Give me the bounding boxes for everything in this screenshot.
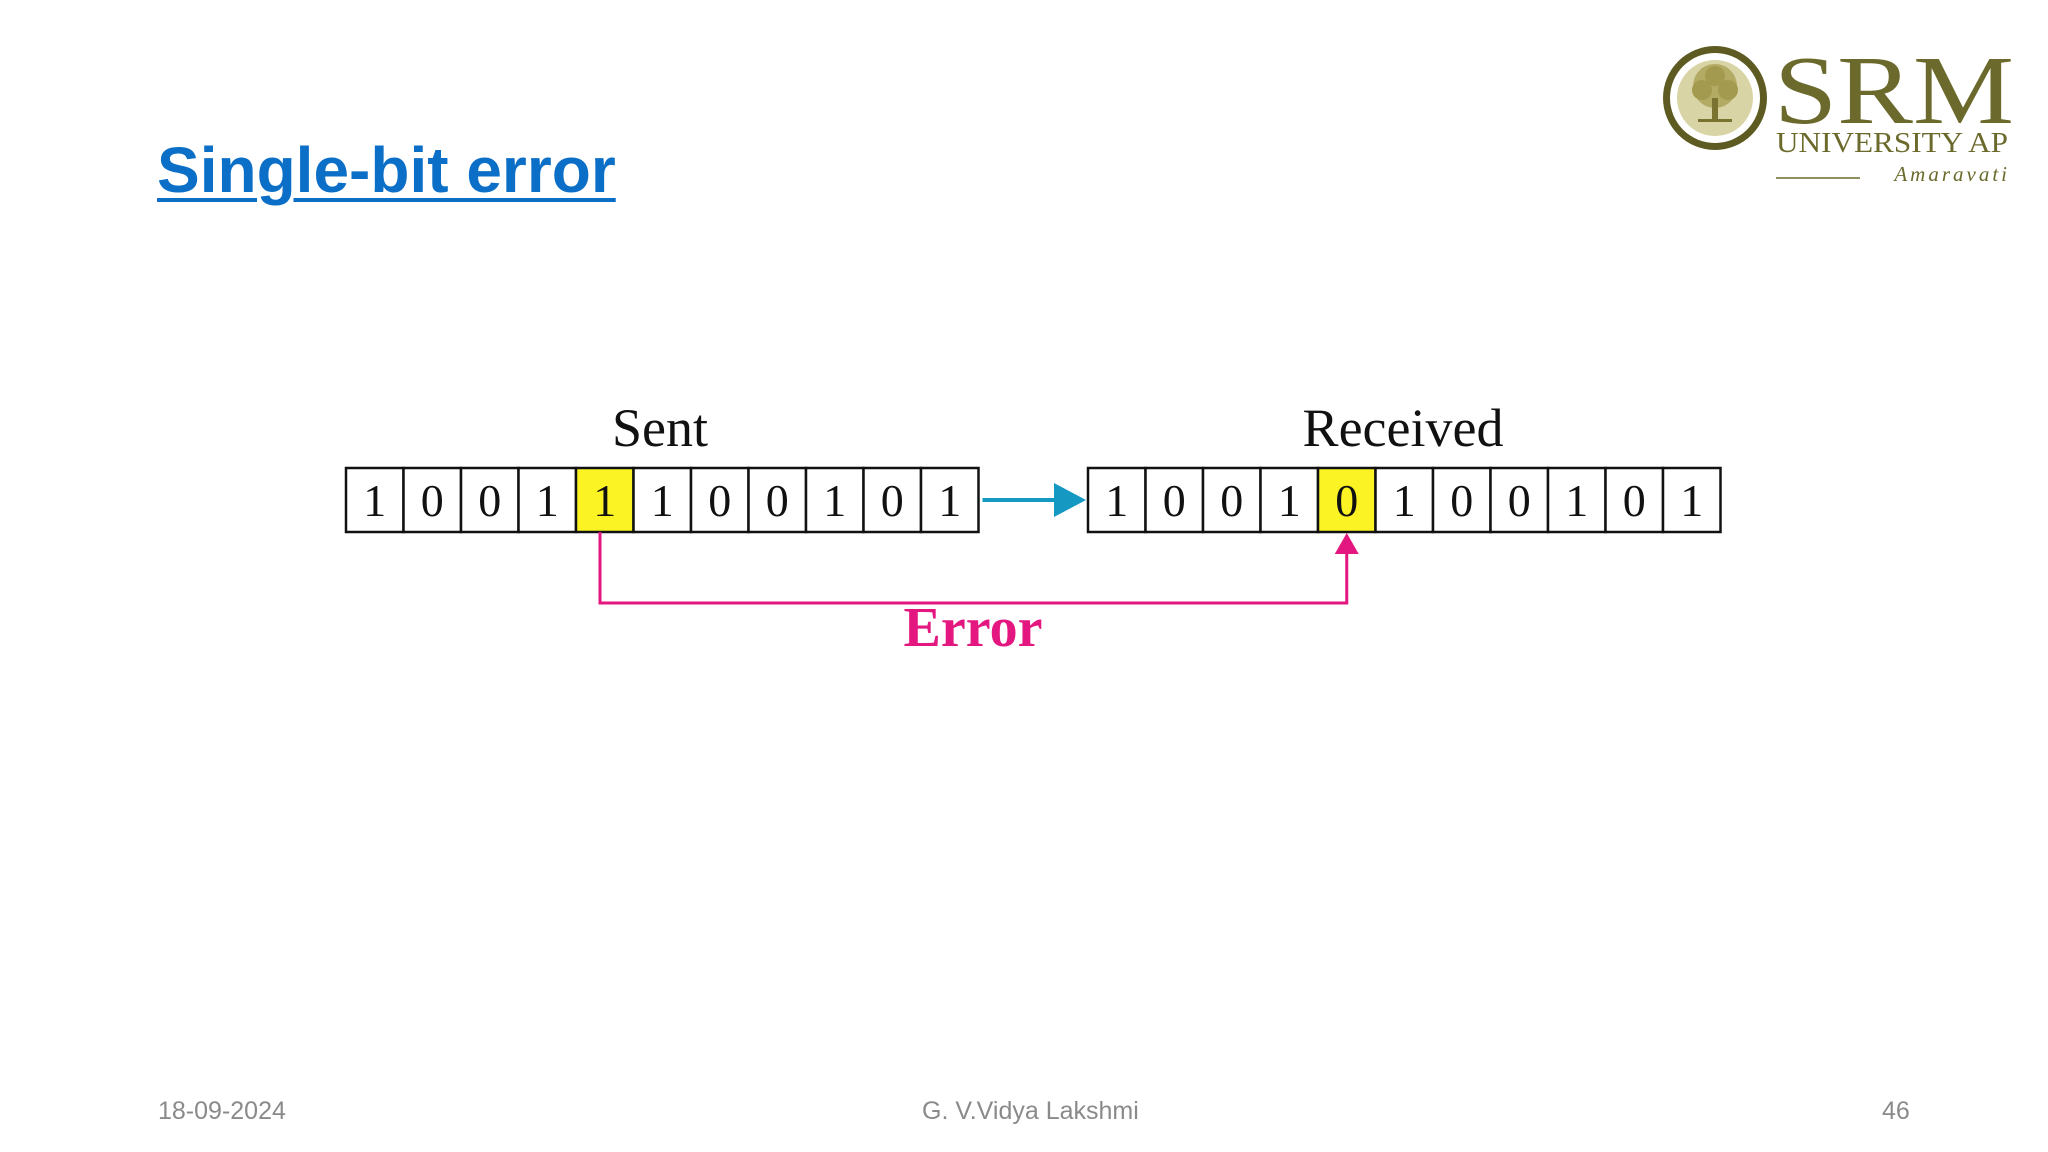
transmission-arrowhead-icon — [1054, 483, 1086, 517]
footer-page-number: 46 — [1882, 1097, 1910, 1125]
sent-bit-cell — [862, 466, 923, 534]
received-bit-cell — [1546, 466, 1607, 534]
sent-bit-bit-value: 1 — [536, 475, 559, 526]
sent-bit-bit-value: 0 — [766, 475, 789, 526]
sent-label: Sent — [612, 398, 708, 458]
received-bit-cell — [1201, 466, 1262, 534]
received-bit-bit-value: 1 — [1105, 475, 1128, 526]
received-bit-cell — [1431, 466, 1492, 534]
sent-bit-cell — [574, 466, 635, 534]
received-bit-bit-value: 0 — [1220, 475, 1243, 526]
sent-bit-bit-value: 0 — [478, 475, 501, 526]
sent-bit-cell — [689, 466, 750, 534]
footer-date: 18-09-2024 — [158, 1097, 286, 1125]
sent-bit-cell — [402, 466, 463, 534]
error-arrowhead-icon — [1334, 533, 1359, 554]
received-label: Received — [1303, 398, 1504, 458]
sent-bit-bit-value: 1 — [651, 475, 674, 526]
received-bit-bit-value: 0 — [1623, 475, 1646, 526]
sent-bit-bit-value: 0 — [881, 475, 904, 526]
sent-bit-bit-value: 0 — [708, 475, 731, 526]
tree-icon — [1692, 64, 1738, 122]
footer-author: G. V.Vidya Lakshmi — [922, 1097, 1139, 1125]
sent-bit-bit-value: 1 — [938, 475, 961, 526]
received-bit-bit-value: 1 — [1393, 475, 1416, 526]
received-bit-bit-value: 0 — [1508, 475, 1531, 526]
sent-bit-cell — [804, 466, 865, 534]
sent-bit-cell — [459, 466, 520, 534]
received-bit-cell — [1086, 466, 1147, 534]
sent-bit-cell — [517, 466, 578, 534]
connectors — [598, 483, 1359, 605]
received-bit-cell — [1489, 466, 1550, 534]
sent-bit-bit-value: 1 — [823, 475, 846, 526]
sent-bit-bit-value: 1 — [363, 475, 386, 526]
university-seal — [1663, 46, 1767, 150]
sent-bit-cell — [919, 466, 980, 534]
sent-bit-bit-value: 0 — [421, 475, 444, 526]
received-bit-cell — [1604, 466, 1665, 534]
received-bit-bit-value: 1 — [1680, 475, 1703, 526]
error-label: Error — [904, 597, 1043, 659]
received-bit-bit-value: 1 — [1278, 475, 1301, 526]
logo-subtitle: UNIVERSITY AP — [1776, 128, 2008, 159]
received-bit-cell — [1316, 466, 1377, 534]
sent-bit-bit-value: 1 — [593, 475, 616, 526]
error-connector-line — [598, 532, 1349, 605]
received-bit-cell — [1661, 466, 1722, 534]
received-bit-cell — [1144, 466, 1205, 534]
logo-brand: SRM — [1774, 37, 2014, 145]
srm-university-logo: SRM UNIVERSITY AP Amaravati — [1663, 37, 2014, 186]
received-bit-bit-value: 0 — [1163, 475, 1186, 526]
received-bit-bit-value: 0 — [1335, 475, 1358, 526]
sent-bit-cell — [747, 466, 808, 534]
received-bit-bit-value: 0 — [1450, 475, 1473, 526]
received-bit-bit-value: 1 — [1565, 475, 1588, 526]
logo-place: Amaravati — [1892, 162, 2010, 186]
slide-title: Single-bit error — [157, 134, 616, 206]
received-bit-cell — [1259, 466, 1320, 534]
